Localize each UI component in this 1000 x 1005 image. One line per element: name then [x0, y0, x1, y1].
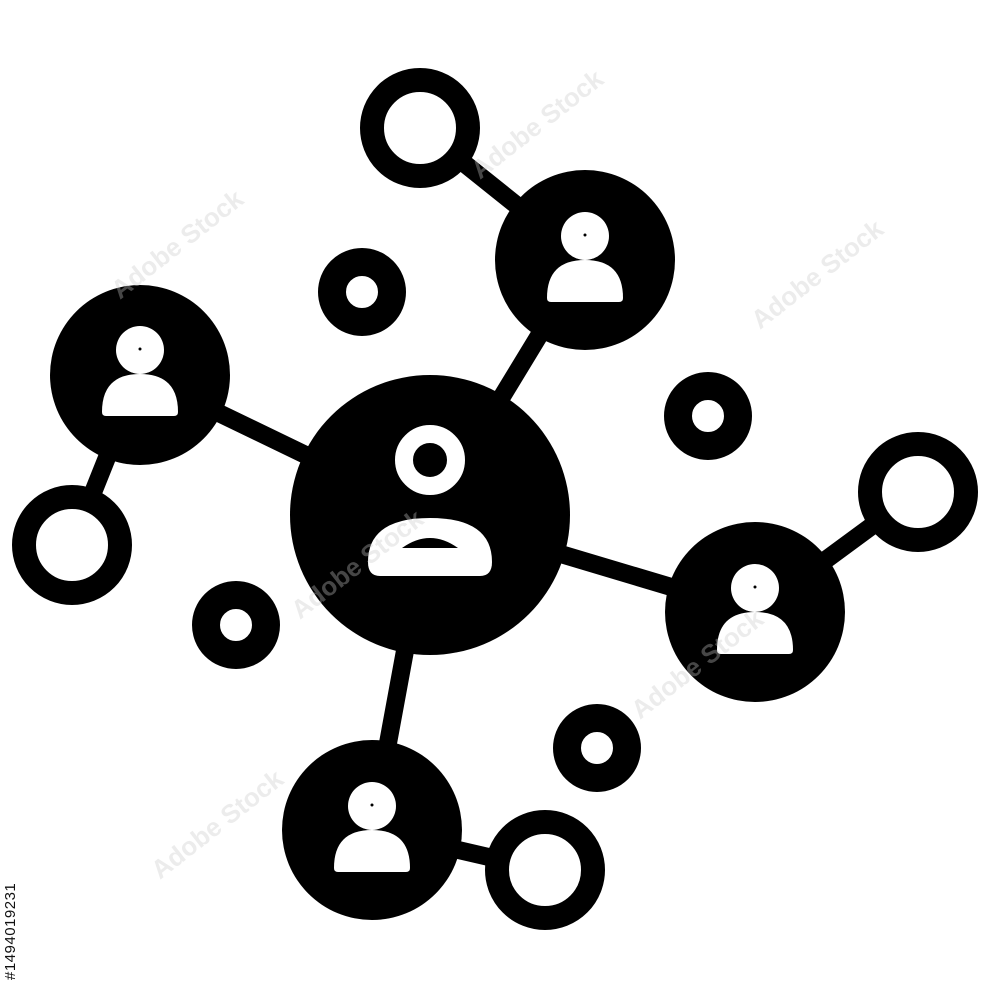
- ring-nodes: [12, 68, 978, 930]
- central-user-icon: [368, 425, 492, 576]
- person-icons: [102, 212, 793, 872]
- small-ring: [318, 248, 406, 336]
- ring-node: [360, 68, 480, 188]
- ring-node: [485, 810, 605, 930]
- person-icon: [717, 564, 793, 654]
- small-ring: [192, 581, 280, 669]
- person-icon: [102, 326, 178, 416]
- person-icon: [334, 782, 410, 872]
- stock-id-label: #1494019231: [2, 882, 19, 980]
- user-head-icon: [395, 425, 465, 495]
- ring-node: [12, 485, 132, 605]
- ring-node: [858, 432, 978, 552]
- person-icon: [547, 212, 623, 302]
- user-collar-icon: [402, 538, 458, 548]
- small-ring: [553, 704, 641, 792]
- central-node: [290, 375, 570, 655]
- small-ring: [664, 372, 752, 460]
